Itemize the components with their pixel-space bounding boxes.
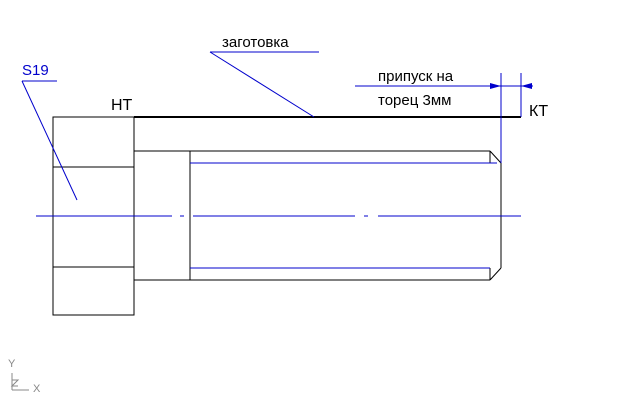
head-edge-label: НТ <box>111 97 133 114</box>
ucs-y-label: Y <box>8 358 16 370</box>
end-edge-label: КТ <box>529 103 548 120</box>
allowance-arrow-right <box>521 83 532 89</box>
head-size-label: S19 <box>22 62 49 79</box>
blank-leader <box>209 51 315 118</box>
allowance-arrow-left <box>490 83 501 89</box>
ucs-x-label: X <box>33 383 41 395</box>
chamfer-bottom <box>489 267 502 281</box>
shank <box>134 150 502 281</box>
ucs-icon <box>10 373 29 391</box>
blank-label: заготовка <box>222 34 289 51</box>
allowance-label-line1: припуск на <box>378 68 454 85</box>
thread-lines <box>190 162 497 269</box>
annotations <box>21 51 533 201</box>
chamfer-top <box>489 150 502 164</box>
allowance-label-line2: торец 3мм <box>378 92 451 109</box>
s19-leader <box>21 80 78 201</box>
